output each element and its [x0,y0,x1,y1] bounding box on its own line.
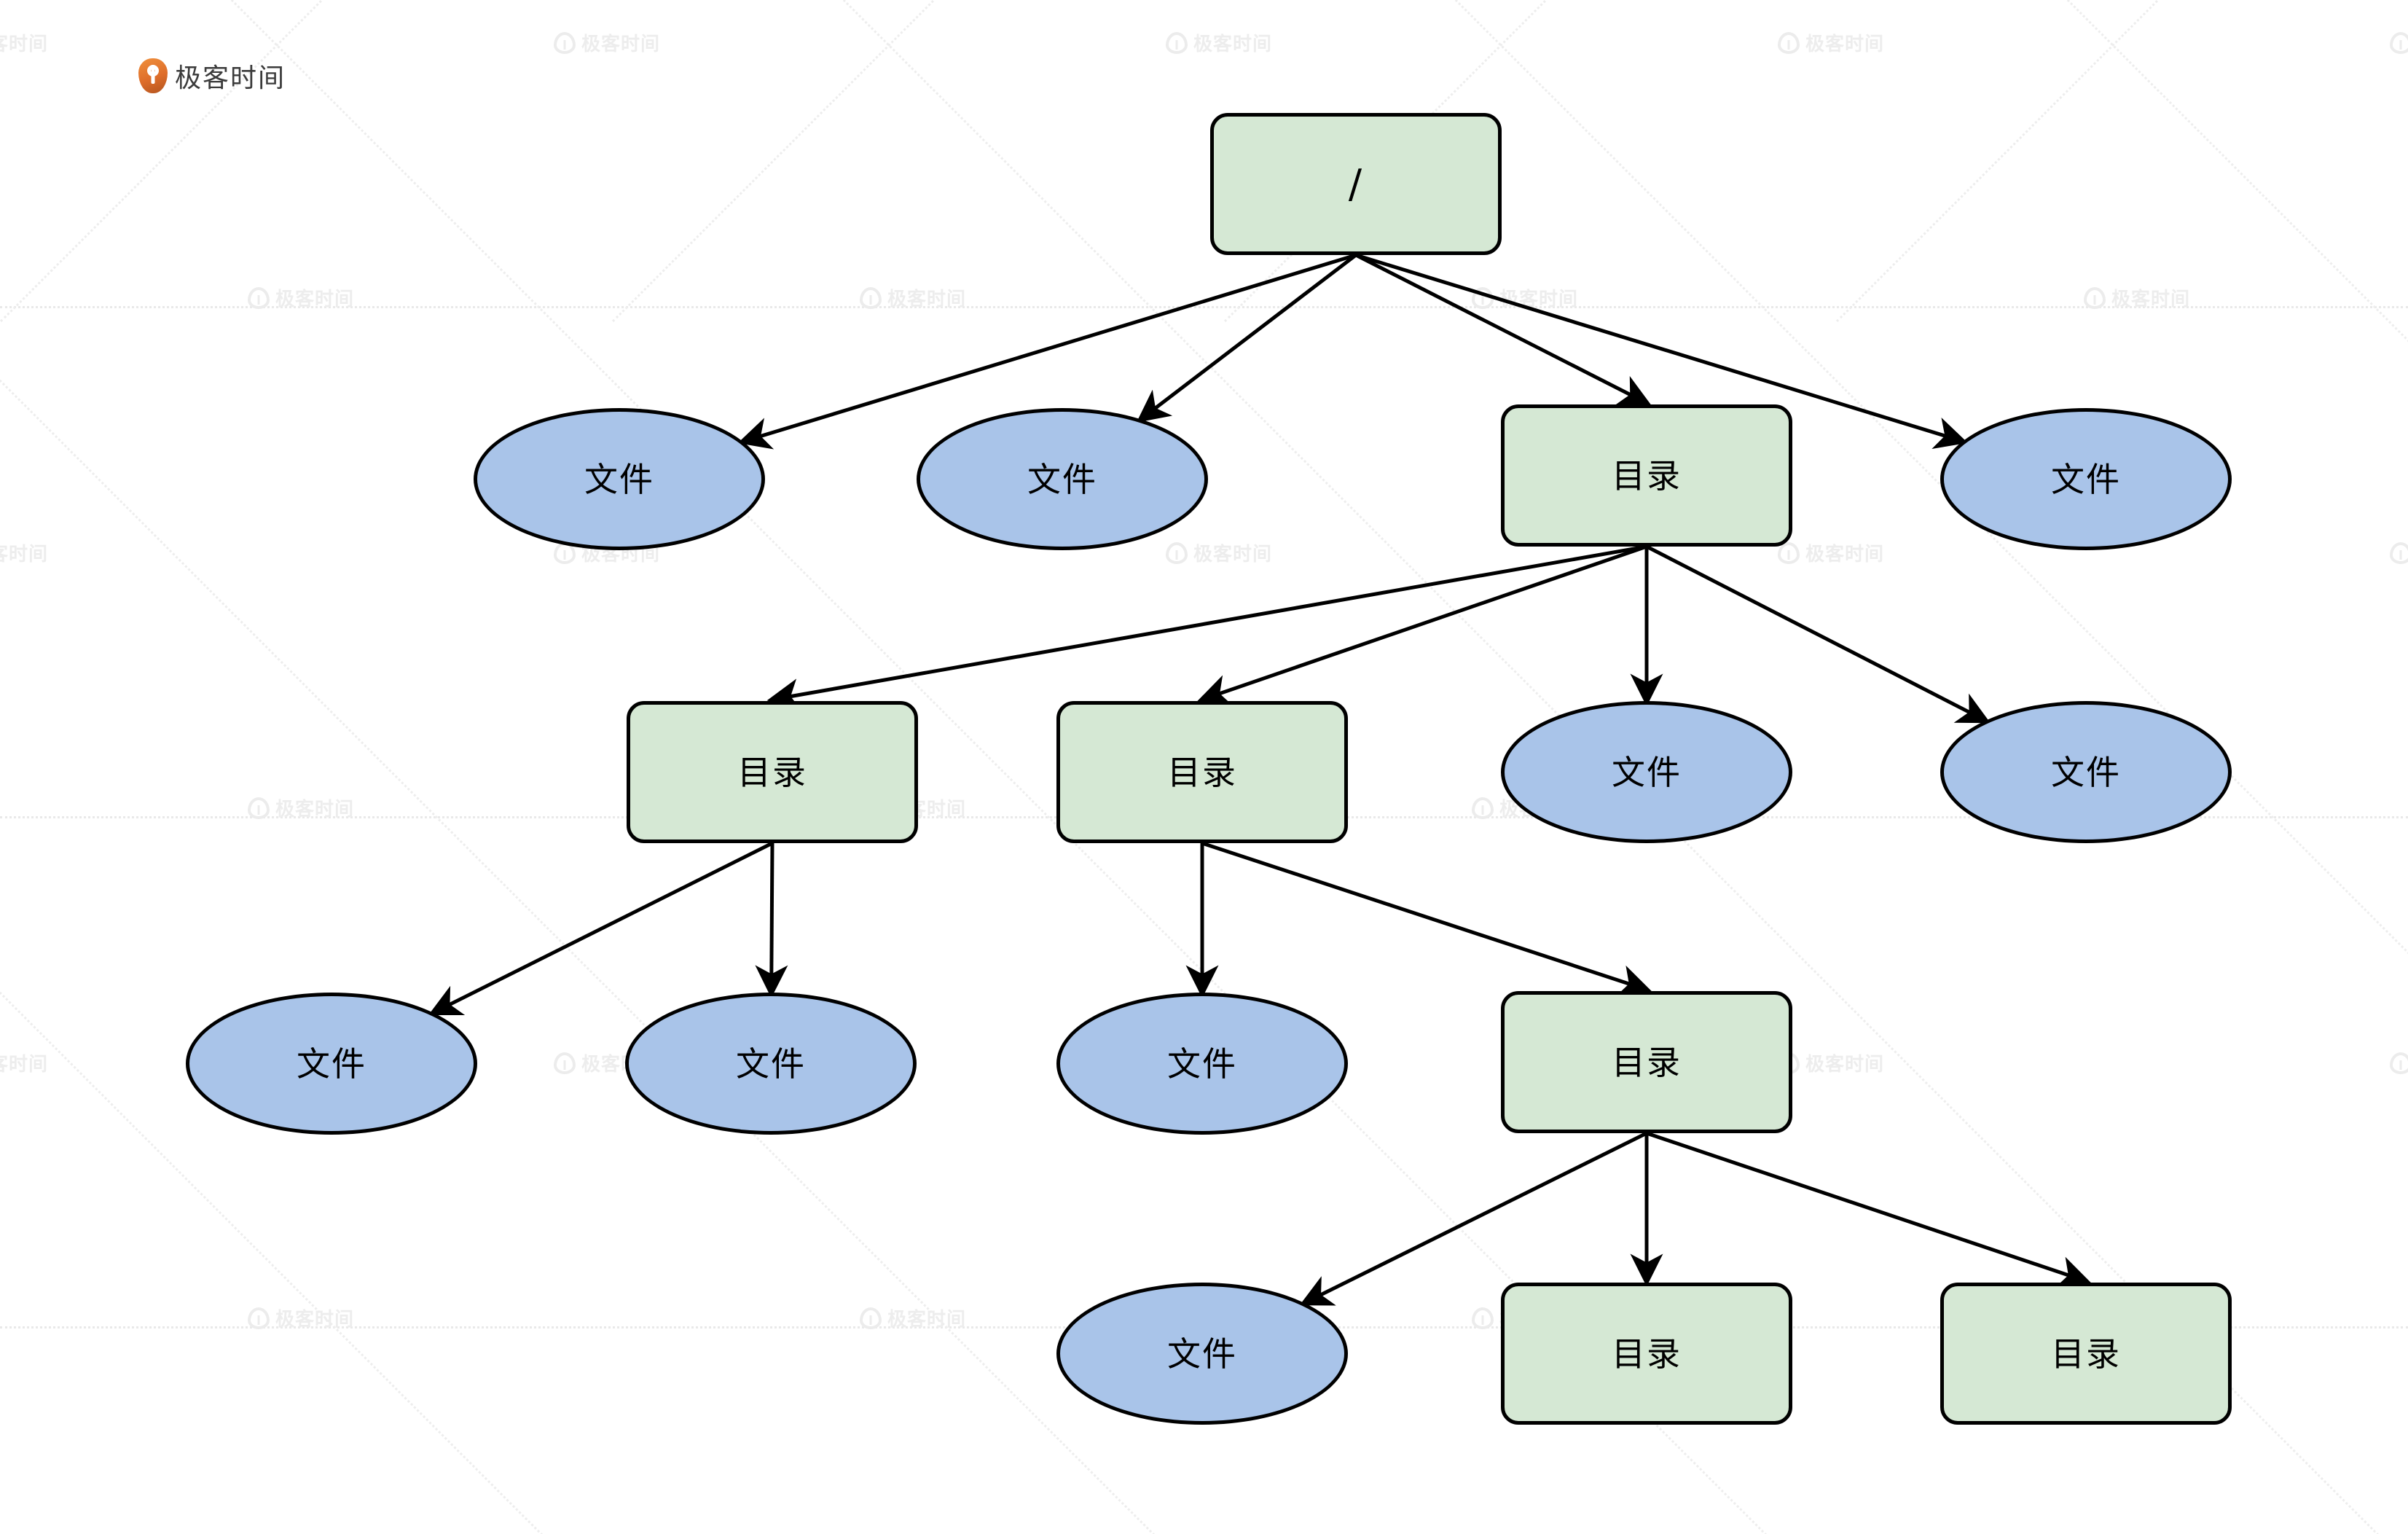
node-label: 目录 [1612,1042,1682,1082]
node-directory[interactable]: 目录 [1501,991,1792,1133]
edge-n12-to-n15 [1646,1131,2092,1288]
edge-n12-to-n13 [1299,1131,1648,1306]
node-file[interactable]: 文件 [474,408,765,550]
location-pin-icon [138,58,168,93]
node-directory[interactable]: 目录 [1501,1283,1792,1425]
node-directory[interactable]: 目录 [627,701,918,843]
node-file[interactable]: 文件 [1056,1283,1348,1425]
edge-n3-to-n8 [1645,544,1991,724]
node-label: 文件 [736,1044,806,1084]
brand-name: 极客时间 [175,63,286,93]
node-file[interactable]: 文件 [917,408,1208,550]
edge-n0-to-n2 [1136,254,1357,423]
edge-n0-to-n4 [1355,253,1968,450]
node-file[interactable]: 文件 [1940,408,2232,550]
node-label: 目录 [1167,752,1237,792]
brand-logo: 极客时间 [138,57,286,95]
node-label: 文件 [297,1044,366,1084]
node-label: 目录 [2051,1334,2121,1374]
node-label: 文件 [584,459,654,499]
edge-n3-to-n5 [766,544,1647,711]
node-file[interactable]: 文件 [625,993,917,1135]
edge-n5-to-n9 [428,841,774,1016]
node-label: 目录 [1612,455,1682,496]
node-root-directory[interactable]: / [1210,113,1502,255]
node-label: 文件 [2051,752,2121,792]
node-label: 文件 [2051,459,2121,499]
node-label: 文件 [1612,752,1682,792]
edge-n3-to-n6 [1196,544,1647,707]
edge-n6-to-n12 [1201,841,1652,997]
node-file[interactable]: 文件 [1056,993,1348,1135]
node-file[interactable]: 文件 [1940,701,2232,843]
edge-n0-to-n3 [1354,253,1652,406]
node-file[interactable]: 文件 [1501,701,1792,843]
node-label: 目录 [1612,1334,1682,1374]
node-label: 文件 [1167,1044,1237,1084]
node-directory[interactable]: 目录 [1501,404,1792,547]
node-label: 文件 [1167,1334,1237,1374]
node-directory[interactable]: 目录 [1940,1283,2232,1425]
node-file[interactable]: 文件 [186,993,477,1135]
node-directory[interactable]: 目录 [1056,701,1348,843]
node-label: / [1348,160,1364,207]
edge-n0-to-n1 [737,253,1357,450]
node-label: 目录 [737,752,807,792]
node-label: 文件 [1027,459,1097,499]
